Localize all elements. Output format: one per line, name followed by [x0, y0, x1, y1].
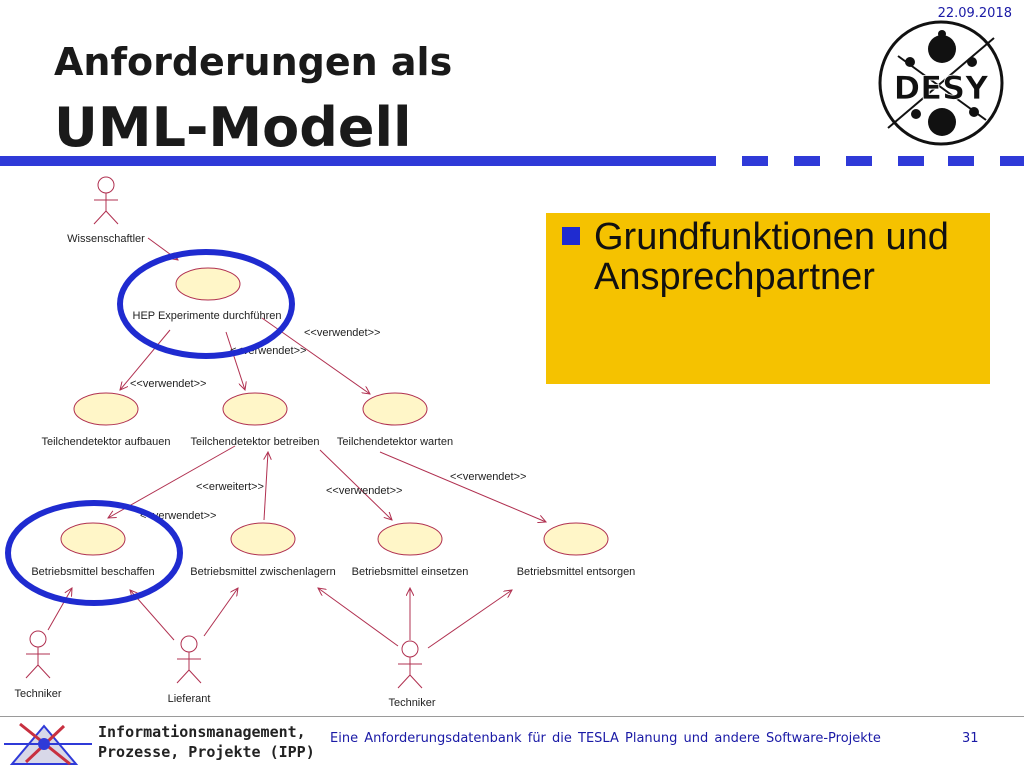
org-line1: Informationsmanagement, [98, 723, 306, 741]
actor-label: Techniker [388, 697, 435, 709]
footer-title: Eine Anforderungsdatenbank für die TESLA… [330, 731, 881, 746]
bullet-box: Grundfunktionen und Ansprechpartner [546, 213, 990, 384]
usecase-label: HEP Experimente durchführen [133, 310, 282, 322]
slide-title-line2: UML-Modell [54, 96, 412, 159]
uml-diagram: HEP Experimente durchführen Teilchendete… [5, 176, 636, 709]
usecase-betriebsmittel-entsorgen: Betriebsmittel entsorgen [517, 522, 636, 578]
usecase-label: Betriebsmittel beschaffen [31, 566, 154, 578]
actor-techniker-left: Techniker [14, 630, 62, 700]
org-line2: Prozesse, Projekte (IPP) [98, 743, 315, 761]
highlight-circle-hep [117, 249, 295, 359]
actor-label: Lieferant [168, 693, 211, 705]
usecase-label: Betriebsmittel zwischenlagern [190, 566, 336, 578]
stereotype-label: <<verwendet>> [304, 327, 380, 339]
stereotype-label: <<verwendet>> [326, 485, 402, 497]
usecase-betriebsmittel-zwischenlagern: Betriebsmittel zwischenlagern [190, 522, 336, 578]
actor-label: Wissenschaftler [67, 233, 145, 245]
usecase-label: Teilchendetektor betreiben [190, 436, 319, 448]
page-number: 31 [962, 731, 979, 746]
usecase-betriebsmittel-beschaffen: Betriebsmittel beschaffen [31, 522, 155, 578]
highlight-circle-beschaffen [5, 500, 183, 606]
org-name: Informationsmanagement, Prozesse, Projek… [98, 722, 315, 762]
actor-label: Techniker [14, 688, 61, 700]
usecase-label: Betriebsmittel einsetzen [352, 566, 469, 578]
usecase-label: Teilchendetektor warten [337, 436, 453, 448]
bullet-square-icon [562, 227, 580, 245]
slide-title-line1: Anforderungen als [54, 40, 453, 84]
slide-date: 22.09.2018 [937, 6, 1012, 21]
actor-wissenschaftler: Wissenschaftler [67, 176, 145, 245]
actor-techniker-bottom: Techniker [388, 640, 436, 709]
usecase-label: Betriebsmittel entsorgen [517, 566, 636, 578]
usecase-label: Teilchendetektor aufbauen [41, 436, 170, 448]
stereotype-label: <<verwendet>> [130, 378, 206, 390]
desy-logo: DESY [878, 20, 1004, 146]
desy-logo-text: DESY [894, 69, 989, 107]
stereotype-label: <<erweitert>> [196, 481, 264, 493]
usecase-teilchendetektor-aufbauen: Teilchendetektor aufbauen [41, 392, 171, 448]
ipp-logo [4, 722, 92, 766]
actor-lieferant: Lieferant [168, 635, 211, 705]
usecase-hep: HEP Experimente durchführen [133, 267, 282, 322]
bullet-text: Grundfunktionen und Ansprechpartner [594, 216, 949, 298]
usecase-teilchendetektor-warten: Teilchendetektor warten [337, 392, 453, 448]
usecase-teilchendetektor-betreiben: Teilchendetektor betreiben [190, 392, 320, 448]
usecase-betriebsmittel-einsetzen: Betriebsmittel einsetzen [352, 522, 469, 578]
stereotype-label: <<verwendet>> [450, 471, 526, 483]
footer-divider [0, 716, 1024, 717]
